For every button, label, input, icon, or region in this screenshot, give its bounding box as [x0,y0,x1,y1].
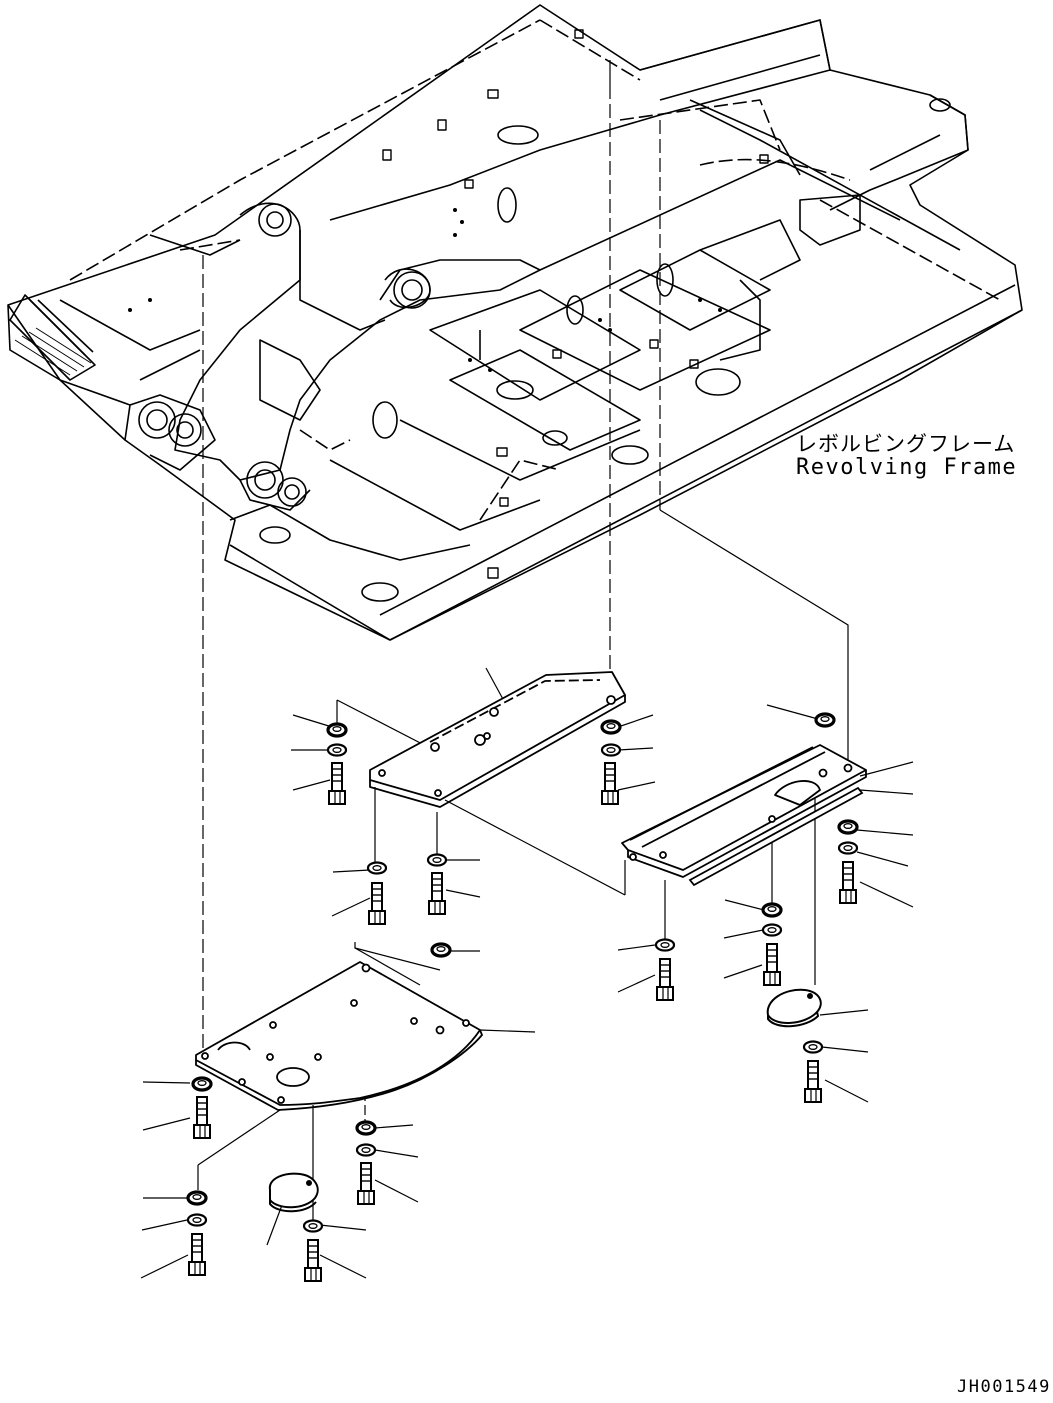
frame-label-english: Revolving Frame [796,455,1018,480]
revolving-frame [7,4,1023,641]
leader-lines [140,60,914,1279]
cover-plate-upper [369,671,626,808]
access-lid-right [766,988,822,1028]
drawing-number: JH001549 [957,1377,1051,1397]
cover-plate-lower [195,961,483,1111]
frame-label-japanese: レボルビングフレーム [796,432,1016,456]
access-lid-lower [268,1172,319,1213]
cover-plate-right [621,744,867,878]
seal-strip [688,786,864,887]
